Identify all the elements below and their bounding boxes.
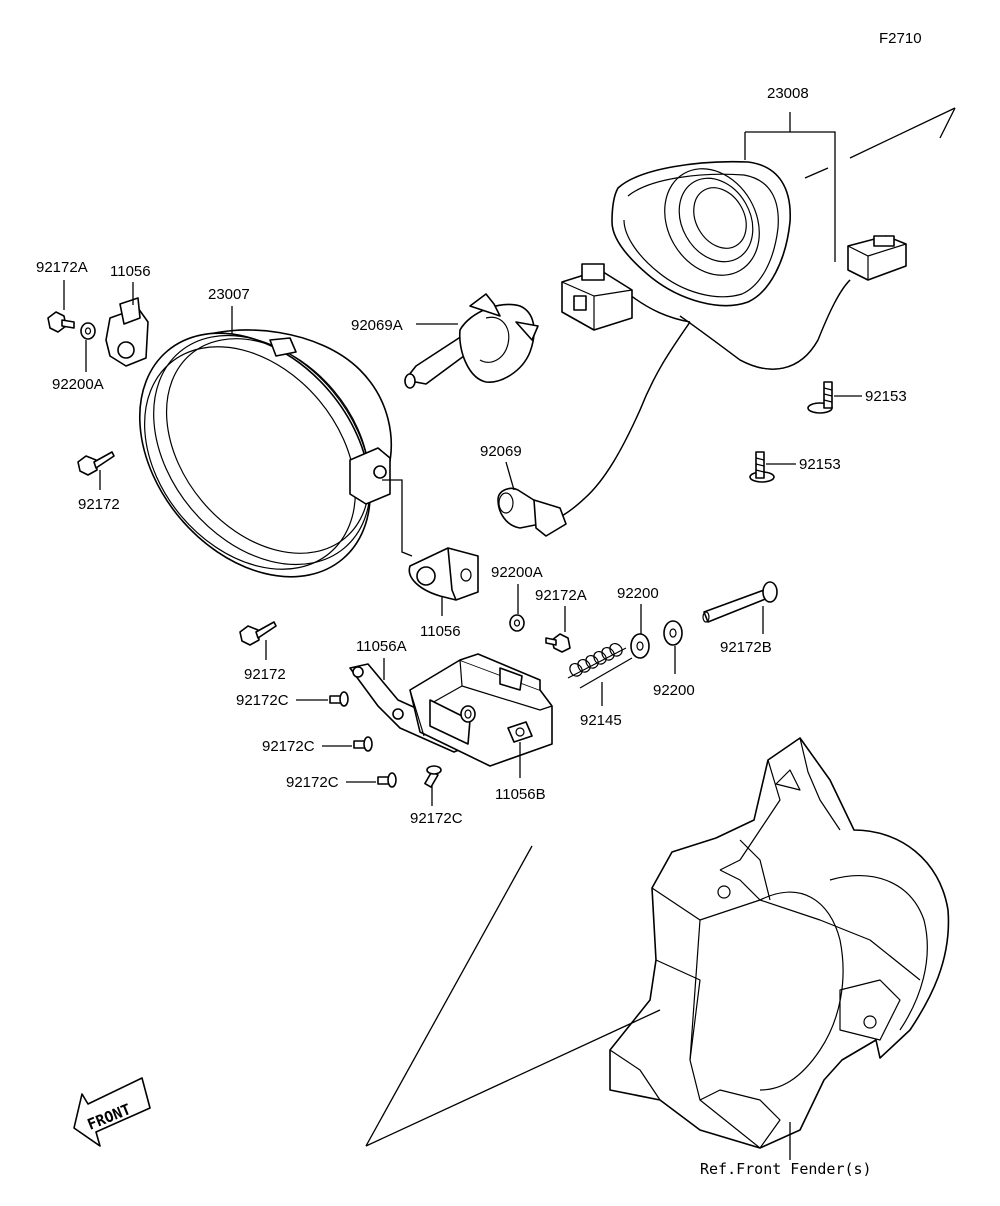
part-92145-spring[interactable] bbox=[567, 642, 633, 689]
callout-23008: 23008 bbox=[744, 85, 836, 262]
callout-11056-mid: 11056 bbox=[420, 623, 461, 640]
callout-92153-b: 92153 bbox=[799, 456, 841, 473]
part-92200-washer-a[interactable] bbox=[630, 633, 650, 659]
callout-92200-b: 92200 bbox=[653, 682, 695, 699]
callout-11056-top: 11056 bbox=[110, 263, 151, 280]
callout-92172-low: 92172 bbox=[244, 666, 286, 683]
callout-92172A-mid: 92172A bbox=[535, 587, 587, 604]
callout-11056B: 11056B bbox=[495, 786, 546, 803]
part-11056B-bracket[interactable] bbox=[409, 653, 553, 767]
callout-92200A-left: 92200A bbox=[52, 376, 104, 393]
callout-92153-a: 92153 bbox=[865, 388, 907, 405]
callout-92172A-top: 92172A bbox=[36, 259, 88, 276]
view-indicator-top bbox=[804, 107, 956, 179]
part-92172C-bolt-d[interactable] bbox=[424, 765, 442, 788]
callout-92200-a: 92200 bbox=[617, 585, 659, 602]
reference-note: Ref.Front Fender(s) bbox=[700, 1160, 872, 1178]
callout-92172B: 92172B bbox=[720, 639, 772, 656]
part-92172C-bolt-b[interactable] bbox=[353, 736, 373, 752]
part-92069A-bulb[interactable] bbox=[404, 293, 539, 389]
part-23008-socket-harness[interactable] bbox=[551, 152, 907, 521]
callout-92145: 92145 bbox=[580, 712, 622, 729]
callout-92172C-c: 92172C bbox=[286, 774, 339, 791]
callout-92172C-b: 92172C bbox=[262, 738, 315, 755]
part-92153-screw-b[interactable] bbox=[749, 451, 775, 483]
part-92172A-screw-top[interactable] bbox=[47, 311, 75, 333]
callout-92172C-d: 92172C bbox=[410, 810, 463, 827]
callout-92172C-a: 92172C bbox=[236, 692, 289, 709]
part-92172B-bolt[interactable] bbox=[702, 581, 778, 623]
part-11056-bracket-mid[interactable] bbox=[408, 547, 479, 601]
part-92172C-bolt-a[interactable] bbox=[329, 691, 349, 707]
callout-23008-label: 23008 bbox=[767, 85, 809, 102]
part-92172A-screw-mid[interactable] bbox=[545, 633, 571, 653]
part-92200A-washer-mid[interactable] bbox=[509, 614, 525, 632]
callout-92069A: 92069A bbox=[351, 317, 403, 334]
view-indicator-fender bbox=[365, 845, 661, 1147]
front-direction-arrow: FRONT bbox=[73, 1077, 151, 1147]
part-92200A-washer-left[interactable] bbox=[80, 322, 96, 340]
figure-code: F2710 bbox=[879, 30, 922, 47]
part-92200-washer-b[interactable] bbox=[663, 620, 683, 646]
callout-92172-left: 92172 bbox=[78, 496, 120, 513]
part-92153-screw-a[interactable] bbox=[807, 381, 833, 414]
part-92172-screw-low[interactable] bbox=[239, 621, 277, 646]
callout-23007: 23007 bbox=[208, 286, 250, 303]
part-92069-position-bulb[interactable] bbox=[497, 487, 567, 537]
part-92172-screw-left[interactable] bbox=[77, 451, 115, 476]
callout-92069: 92069 bbox=[480, 443, 522, 460]
part-11056-bracket-top[interactable] bbox=[105, 297, 149, 367]
callout-11056A: 11056A bbox=[356, 638, 407, 655]
part-92172C-bolt-c[interactable] bbox=[377, 772, 397, 788]
part-23007-headlight-unit[interactable] bbox=[93, 288, 418, 622]
front-fender-reference bbox=[609, 737, 950, 1149]
callout-92200A-mid: 92200A bbox=[491, 564, 543, 581]
